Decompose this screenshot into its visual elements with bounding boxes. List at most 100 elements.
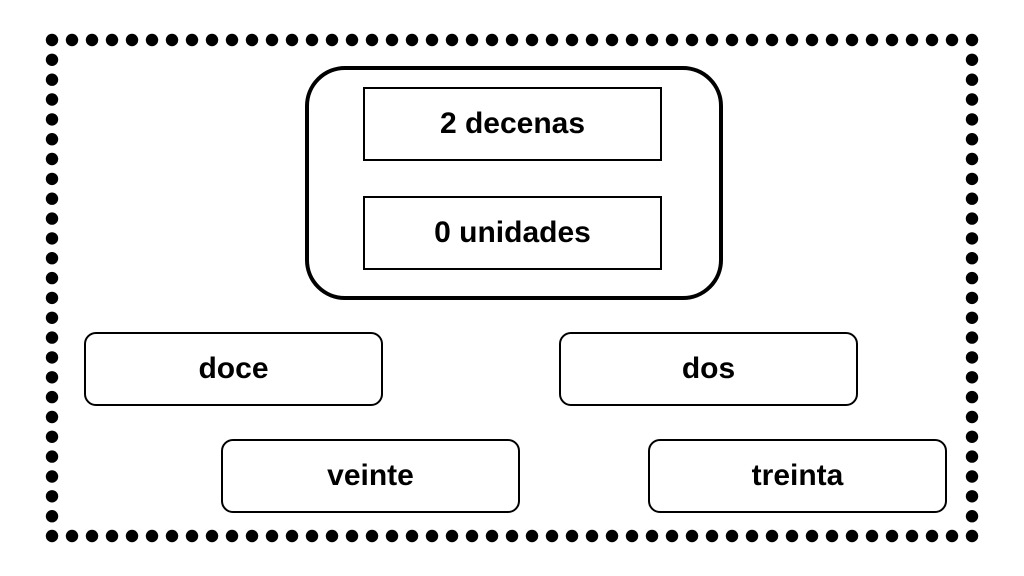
border-dot [365,529,379,543]
border-dot [425,529,439,543]
border-dot [45,212,59,225]
border-dot [825,529,839,543]
border-dot [245,33,259,47]
border-dot [785,33,799,47]
border-dot [45,33,59,47]
border-dot [45,351,59,364]
border-dot [385,529,399,543]
option-label: treinta [751,459,844,492]
border-dot [145,33,159,47]
border-dot [45,450,59,463]
border-dot [625,33,639,47]
units-label: 0 unidades [434,216,591,249]
border-dot [845,529,859,543]
option-button-dos[interactable]: dos [559,332,858,406]
border-dot [465,33,479,47]
option-button-treinta[interactable]: treinta [648,439,947,513]
border-dot [845,33,859,47]
option-button-veinte[interactable]: veinte [221,439,520,513]
border-dot [965,271,979,285]
border-dot [85,529,99,543]
border-dot [165,33,179,47]
border-dot [605,33,619,47]
border-dot [325,529,339,543]
border-dot [965,133,979,146]
border-dot [965,311,979,324]
border-dot [765,33,779,47]
border-dot [965,490,979,503]
border-dot [45,271,59,285]
border-dot [45,172,59,186]
border-dot [965,192,979,205]
border-dot [405,529,419,543]
border-dot [705,33,719,47]
border-dot [965,93,979,106]
border-dot [305,529,319,543]
border-dot [505,33,519,47]
border-dot [65,529,79,543]
border-dot [545,33,559,47]
border-dot [905,33,919,47]
border-dot [905,529,919,543]
border-dot [725,529,739,543]
option-label: veinte [327,459,414,492]
border-dot [45,53,59,66]
border-dot [445,529,459,543]
border-dot [445,33,459,47]
border-dot [645,529,659,543]
border-dot [965,351,979,364]
border-dot [965,252,979,265]
border-dot [205,33,219,47]
border-dot [965,371,979,384]
border-dot [345,529,359,543]
border-dot [485,529,499,543]
border-dot [925,33,939,47]
border-dot [885,33,899,47]
border-dot [225,529,239,543]
border-dot [285,33,299,47]
border-dot [65,33,79,47]
border-dot [45,490,59,503]
border-dot [925,529,939,543]
border-dot [585,33,599,47]
border-dot [45,291,59,305]
border-dot [525,33,539,47]
border-dot [965,53,979,66]
border-dot [365,33,379,47]
border-dot [545,529,559,543]
border-dot [965,212,979,225]
border-dot [145,529,159,543]
option-label: doce [198,352,269,385]
option-button-doce[interactable]: doce [84,332,383,406]
border-dot [185,529,199,543]
border-dot [265,529,279,543]
prompt-card [305,66,723,300]
border-dot [45,331,59,344]
border-dot [785,529,799,543]
border-dot [865,529,879,543]
border-dot [965,172,979,186]
option-label: dos [681,352,736,385]
border-dot [125,529,139,543]
border-dot [505,529,519,543]
border-dot [165,529,179,543]
border-dot [745,33,759,47]
border-dot [665,529,679,543]
border-dot [425,33,439,47]
border-dot [965,510,979,523]
border-dot [745,529,759,543]
border-dot [965,410,979,424]
border-dot [45,410,59,424]
border-dot [965,33,979,47]
tens-label: 2 decenas [439,107,586,140]
border-dot [965,430,979,443]
border-dot [45,311,59,324]
border-dot [265,33,279,47]
tens-box: 2 decenas [363,87,662,161]
border-dot [685,33,699,47]
border-dot [825,33,839,47]
border-dot [965,232,979,245]
border-dot [125,33,139,47]
